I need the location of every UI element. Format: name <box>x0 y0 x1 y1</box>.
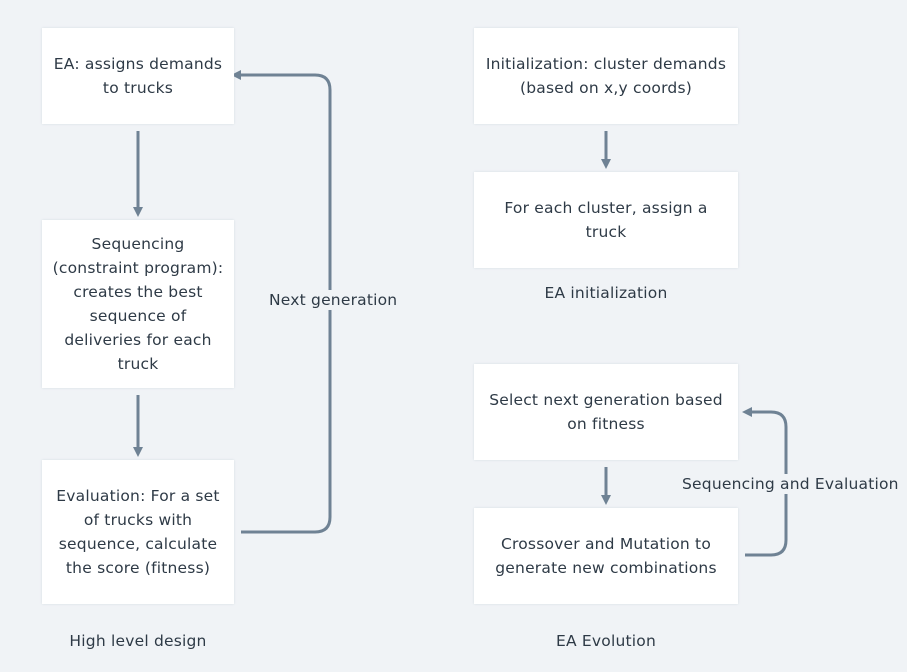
caption-ea-initialization: EA initialization <box>544 284 668 302</box>
box-select-next-generation: Select next generation based on fitness <box>474 364 738 460</box>
box-assign-truck-text: For each cluster, assign a truck <box>504 199 708 241</box>
box-initialization-text: Initialization: cluster demands (based o… <box>485 55 727 97</box>
box-select-next-generation-text: Select next generation based on fitness <box>489 391 723 433</box>
box-sequencing-text: Sequencing (constraint program): creates… <box>52 235 224 373</box>
caption-ea-evolution: EA Evolution <box>556 632 656 650</box>
caption-high-level-design: High level design <box>69 632 207 650</box>
label-sequencing-and-evaluation: Sequencing and Evaluation <box>680 474 901 494</box>
box-ea-assign-demands: EA: assigns demands to trucks <box>42 28 234 124</box>
box-crossover-mutation: Crossover and Mutation to generate new c… <box>474 508 738 604</box>
box-ea-assign-demands-text: EA: assigns demands to trucks <box>53 55 223 97</box>
box-assign-truck: For each cluster, assign a truck <box>474 172 738 268</box>
box-evaluation-text: Evaluation: For a set of trucks with seq… <box>56 487 220 577</box>
label-next-generation: Next generation <box>267 290 400 310</box>
box-initialization: Initialization: cluster demands (based o… <box>474 28 738 124</box>
box-crossover-mutation-text: Crossover and Mutation to generate new c… <box>495 535 717 577</box>
box-evaluation: Evaluation: For a set of trucks with seq… <box>42 460 234 604</box>
box-sequencing: Sequencing (constraint program): creates… <box>42 220 234 388</box>
